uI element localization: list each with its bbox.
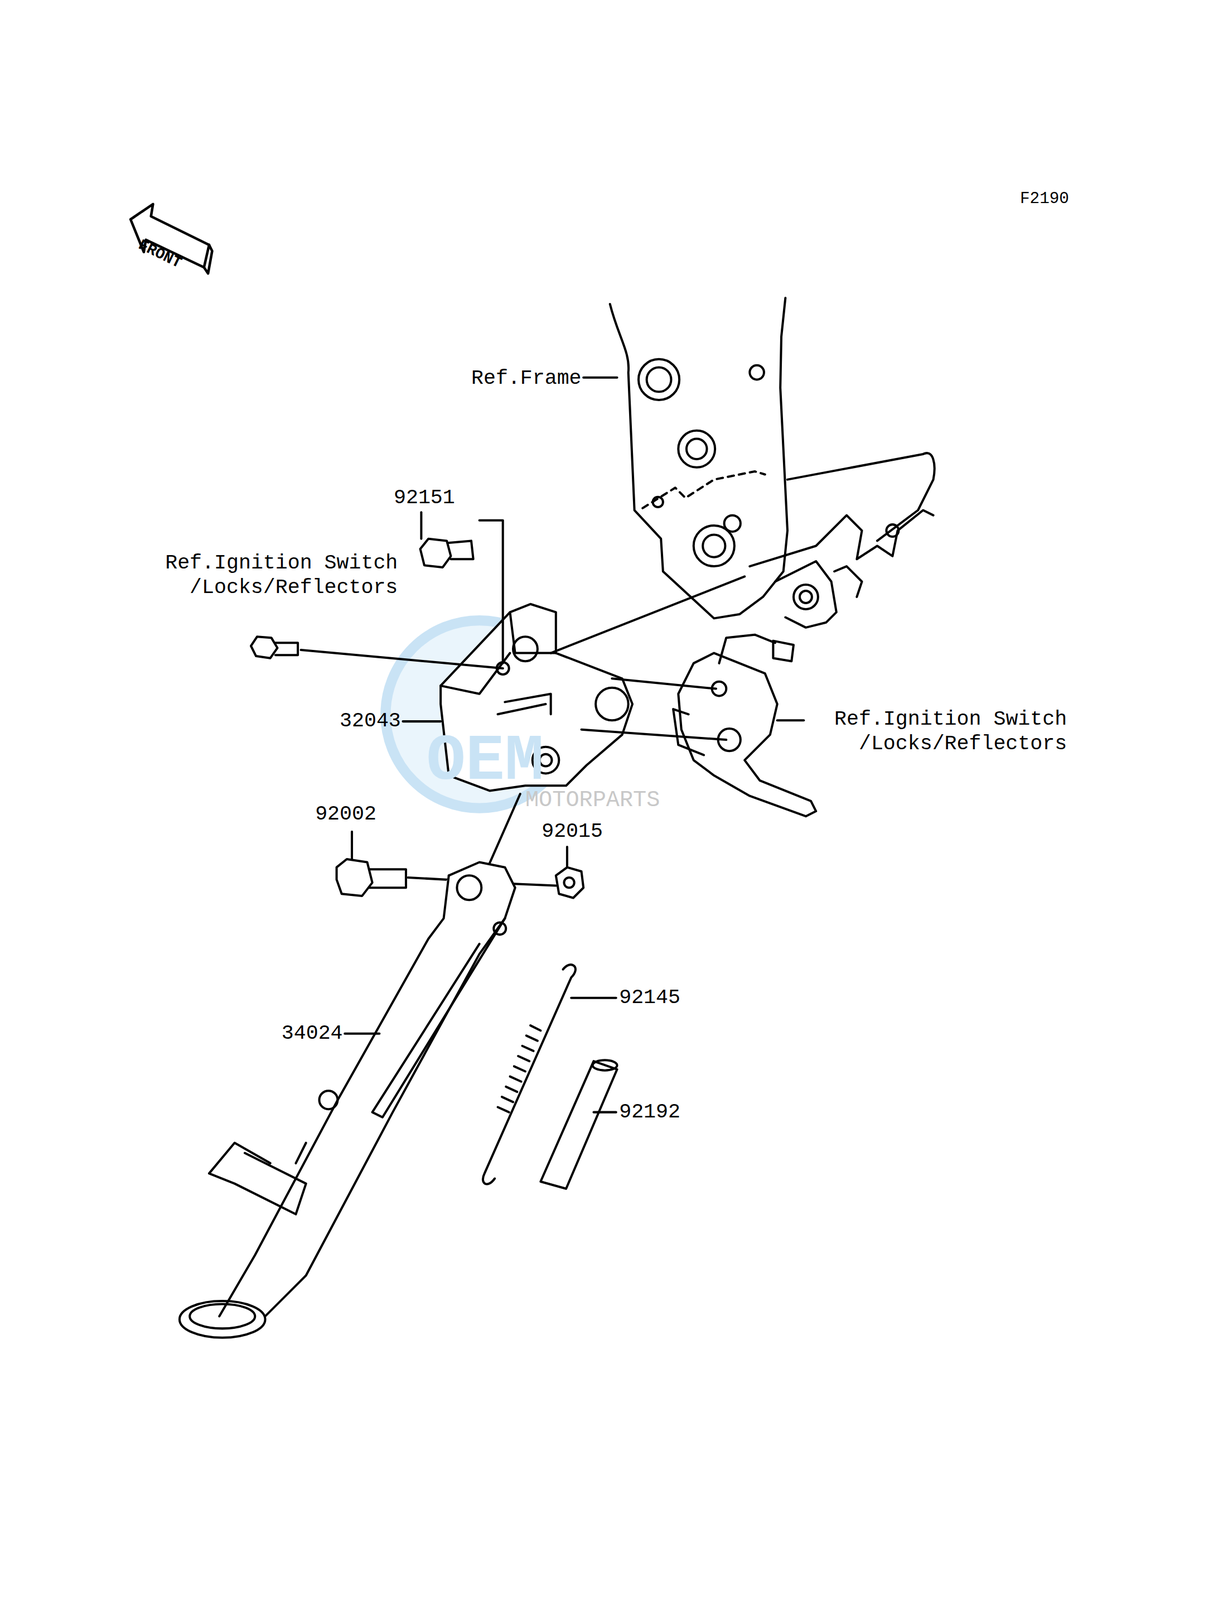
reference-label: Ref.Ignition Switch /Locks/Reflectors — [803, 707, 1067, 757]
reference-label: Ref.Frame — [471, 366, 582, 391]
callout-number: 32043 — [339, 708, 401, 734]
watermark: MOTORPARTS — [525, 787, 660, 815]
callout-number: 34024 — [281, 1021, 343, 1046]
callout-number: 92015 — [541, 819, 603, 844]
callout-number: 92192 — [619, 1099, 681, 1125]
callout-number: 92151 — [393, 485, 456, 511]
diagram-code: F2190 — [1020, 189, 1070, 210]
reference-label: Ref.Ignition Switch /Locks/Reflectors — [130, 550, 398, 601]
callout-number: 92002 — [315, 801, 377, 827]
callout-number: 92145 — [619, 985, 681, 1010]
